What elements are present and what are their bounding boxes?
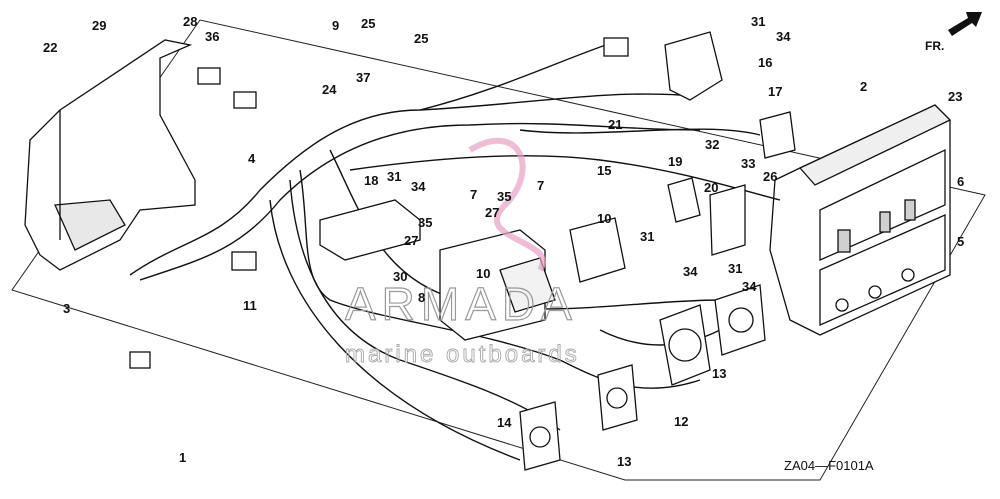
plug-harness [129,351,151,369]
callout: 35 [497,189,511,204]
callout: 31 [640,229,654,244]
callout: 12 [674,414,688,429]
callout: 10 [476,266,490,281]
callout: 23 [948,89,962,104]
callout: 27 [485,205,499,220]
callout: 30 [393,269,407,284]
plug-16 [603,37,629,57]
callout: 2 [860,79,867,94]
callout: 35 [418,215,432,230]
front-direction-arrow: FR. [925,12,982,53]
callout: 11 [243,298,257,313]
callout: 1 [179,450,186,465]
control-box-18 [319,199,421,261]
callout: 34 [411,179,426,194]
callout: 32 [705,137,719,152]
relay-16 [664,31,723,101]
callout: 31 [728,261,742,276]
callout: 27 [404,233,418,248]
callout: 15 [597,163,611,178]
watermark: ARMADA marine outboards [344,137,580,368]
breaker-19 [667,177,701,223]
components [129,31,796,471]
callouts: 1 2 3 4 5 6 7 7 8 9 10 10 11 12 13 13 14… [43,14,964,469]
callout: 34 [742,279,757,294]
direction-label: FR. [925,39,944,53]
module-10b [569,217,626,283]
callout: 22 [43,40,57,55]
drawing-code: ZA04—F0101A [784,458,874,473]
callout: 33 [741,156,755,171]
callout: 16 [758,55,772,70]
callout: 13 [712,366,726,381]
watermark-logo [468,137,546,272]
watermark-brand: ARMADA [345,278,578,330]
callout: 6 [957,174,964,189]
callout: 9 [332,18,339,33]
watermark-tagline: marine outboards [345,341,580,368]
control-panel [769,104,952,336]
switch-17 [759,111,796,159]
callout: 36 [205,29,219,44]
callout: 14 [497,415,512,430]
callout: 26 [763,169,777,184]
socket-14-face [529,426,551,448]
plug-top [197,67,221,85]
callout: 4 [248,151,256,166]
callout: 31 [751,14,765,29]
callout: 20 [704,180,718,195]
callout: 24 [322,82,337,97]
callout: 37 [356,70,370,85]
callout: 7 [537,178,544,193]
callout: 29 [92,18,106,33]
socket-13b-face [606,387,628,409]
callout: 8 [418,290,425,305]
callout: 25 [414,31,428,46]
callout: 5 [957,234,964,249]
callout: 18 [364,173,378,188]
module-8 [439,229,546,341]
callout: 34 [776,29,791,44]
callout: 19 [668,154,682,169]
callout: 21 [608,117,622,132]
plug-top-2 [233,91,257,109]
connector-11 [231,251,257,271]
callout: 7 [470,187,477,202]
callout: 3 [63,301,70,316]
callout: 25 [361,16,375,31]
callout: 17 [768,84,782,99]
module-10a [499,257,556,313]
callout: 28 [183,14,197,29]
socket-13a-face [728,307,754,333]
bracket-20 [709,184,746,256]
callout: 10 [597,211,611,226]
callout: 34 [683,264,698,279]
socket-12-face [668,328,702,362]
callout: 13 [617,454,631,469]
callout: 31 [387,169,401,184]
panel-bracket [24,39,196,271]
